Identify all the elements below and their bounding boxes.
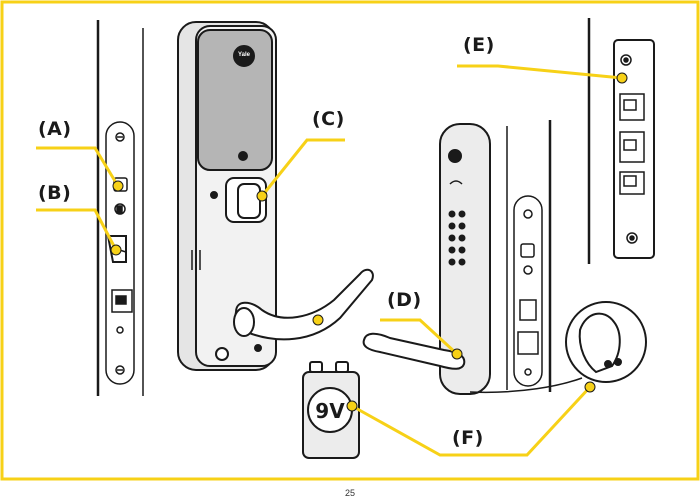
keypad-lever-handle: [362, 332, 466, 370]
callout-b: (B): [38, 182, 72, 204]
page-number: 25: [344, 488, 355, 498]
leader-b: [36, 208, 118, 251]
leader-a: [36, 146, 120, 187]
battery-cover: [197, 29, 273, 171]
yale-logo-icon: [233, 45, 255, 67]
right-faceplate: [513, 195, 543, 387]
leader-f: [351, 385, 592, 457]
right-door-edge: [506, 120, 552, 392]
main-lock: [177, 21, 374, 371]
left-door-edge: [96, 20, 144, 396]
leader-e: [457, 64, 623, 80]
yale-brand-text: Yale: [237, 52, 250, 58]
callout-c: (C): [312, 108, 345, 130]
keypad: [448, 210, 466, 266]
leader-c: [260, 138, 345, 197]
leader-lines: [36, 64, 623, 457]
callout-d: (D): [387, 289, 422, 311]
battery-9v: [302, 361, 360, 459]
leader-d: [380, 318, 459, 356]
lever-handle: [234, 268, 374, 341]
callout-a: (A): [38, 118, 72, 140]
leader-dots: [110, 72, 628, 412]
battery-label: 9V: [315, 399, 345, 423]
speaker-grille: [191, 250, 201, 270]
keypad-lock: [362, 123, 491, 395]
mortise-faceplate-e: [587, 18, 655, 264]
detail-bubble: [469, 301, 647, 394]
callout-e: (E): [463, 34, 495, 56]
callout-f: (F): [452, 427, 484, 449]
page-border: [0, 0, 700, 481]
